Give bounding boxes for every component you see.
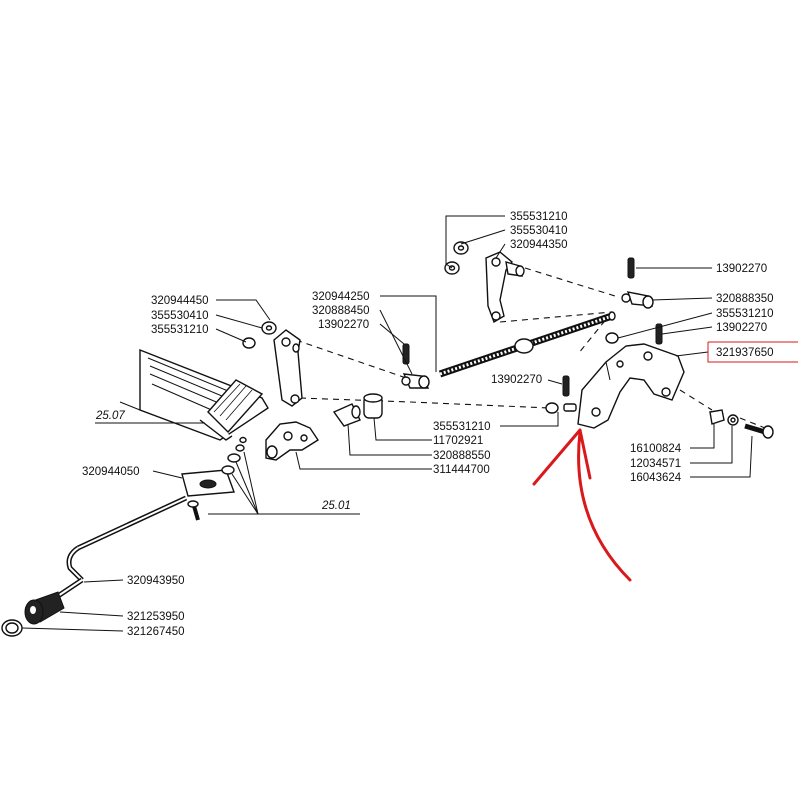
- part-number-labels: 355531210 355530410 320944350 13902270 3…: [82, 211, 774, 638]
- floor-plate-group: [181, 436, 247, 521]
- gear-knob: [24, 591, 65, 625]
- label-13902270-a: 13902270: [716, 263, 767, 275]
- highlight-annotations: [532, 341, 798, 582]
- floor-section-illustration: [119, 348, 269, 441]
- gear-boot: [1, 619, 23, 637]
- label-13902270-d: 13902270: [491, 374, 542, 386]
- linkage-dashed-lines: [295, 267, 766, 429]
- ref-25-07: 25.07: [95, 410, 125, 422]
- label-355531210-b: 355531210: [716, 308, 774, 320]
- label-320888350: 320888350: [716, 293, 774, 305]
- red-arrow-annotation: [532, 428, 632, 582]
- label-320888450: 320888450: [312, 305, 370, 317]
- washer-bracket: [545, 402, 559, 414]
- label-320944350: 320944350: [510, 239, 568, 251]
- label-355531210-c: 355531210: [151, 324, 209, 336]
- label-311444700: 311444700: [433, 464, 490, 476]
- label-320944450: 320944450: [151, 295, 209, 307]
- bushing-center: [401, 373, 430, 389]
- universal-joint-group: [265, 393, 383, 461]
- label-16100824: 16100824: [630, 443, 682, 455]
- highlight-label-bracket: [707, 341, 798, 363]
- label-355530410-a: 355530410: [510, 225, 568, 237]
- label-320944250: 320944250: [312, 291, 370, 303]
- bushing-right-upper: [621, 291, 654, 309]
- label-321267450: 321267450: [127, 626, 185, 638]
- bracket-hardware: [709, 409, 774, 439]
- leader-lines: [21, 215, 753, 632]
- label-12034571: 12034571: [630, 458, 681, 470]
- label-355531210-d: 355531210: [433, 421, 491, 433]
- upper-bellcrank-assembly: [444, 241, 525, 324]
- label-16043624: 16043624: [630, 472, 682, 484]
- label-13902270-b: 13902270: [716, 322, 767, 334]
- shift-rod: [438, 311, 616, 378]
- label-355530410-b: 355530410: [151, 310, 209, 322]
- label-320943950: 320943950: [127, 575, 185, 587]
- label-321937650: 321937650: [716, 347, 774, 359]
- reference-labels: 25.07 25.01: [95, 410, 351, 512]
- gear-lever: [56, 495, 188, 599]
- pin-bracket: [563, 403, 577, 412]
- label-355531210-a: 355531210: [510, 211, 568, 223]
- label-11702921: 11702921: [433, 435, 483, 447]
- right-mounting-bracket: [577, 343, 685, 429]
- ref-25-01: 25.01: [321, 500, 351, 512]
- label-13902270-c: 13902270: [318, 319, 369, 331]
- label-320888550: 320888550: [433, 450, 491, 462]
- washer-right: [605, 332, 619, 344]
- label-321253950: 321253950: [127, 611, 185, 623]
- label-320944050: 320944050: [82, 466, 140, 478]
